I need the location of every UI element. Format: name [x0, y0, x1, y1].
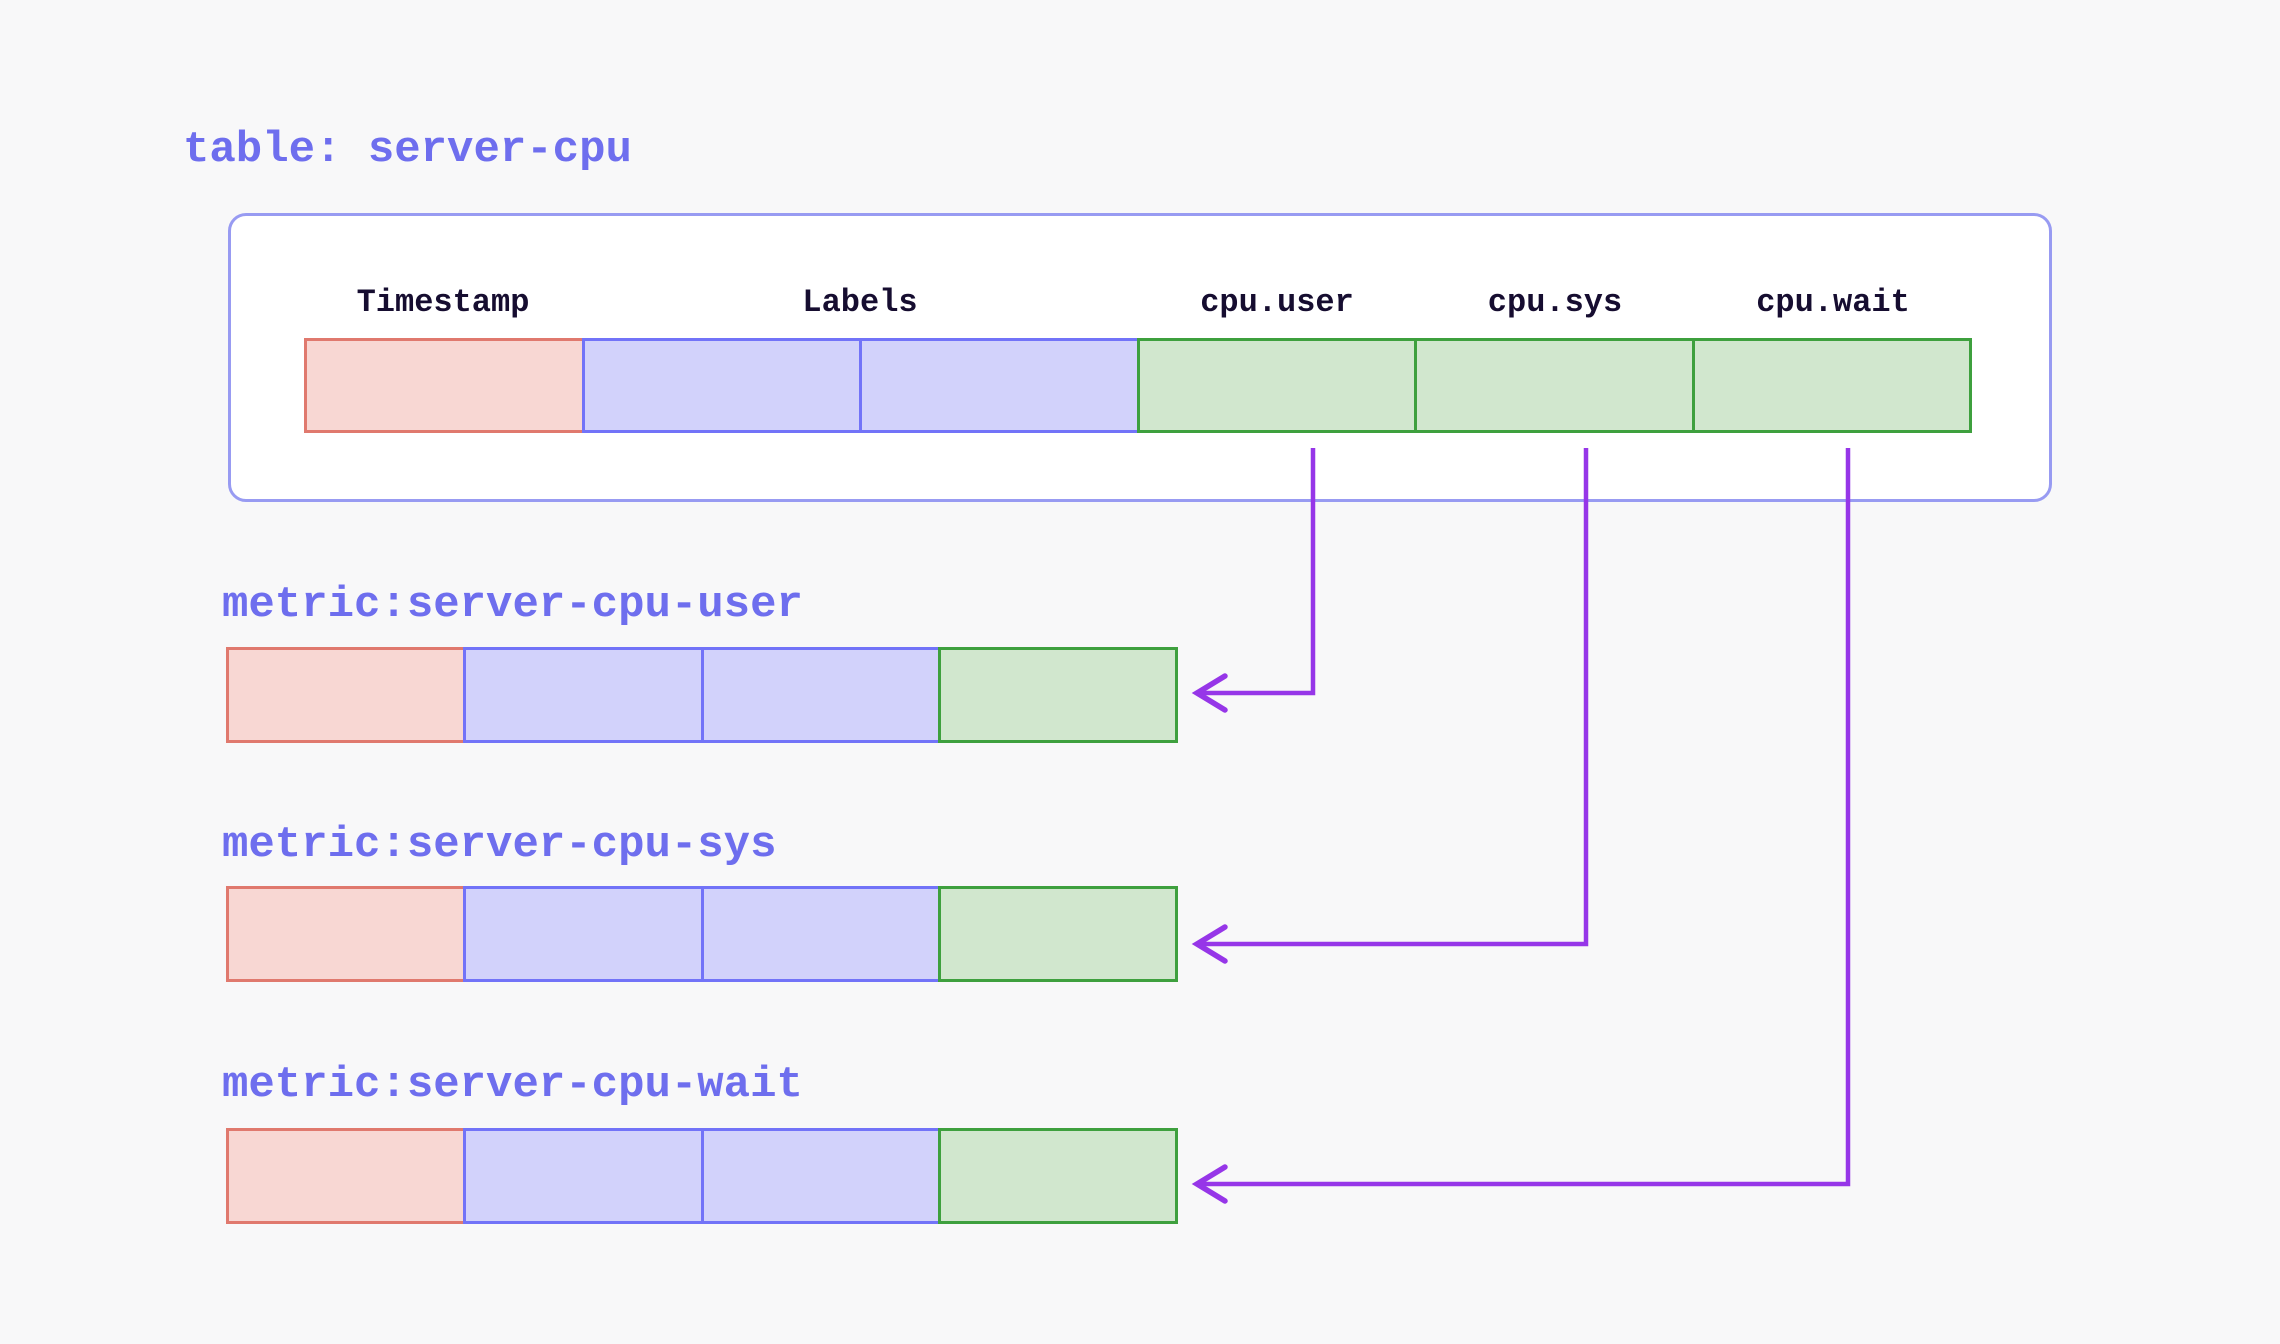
field-cell — [1414, 338, 1695, 433]
metric-title-cpu-wait: metric:server-cpu-wait — [222, 1060, 803, 1110]
column-header-cpu-user: cpu.user — [1200, 284, 1354, 321]
metric-row-cpu-wait — [226, 1128, 1178, 1224]
metric-title-cpu-sys: metric:server-cpu-sys — [222, 820, 777, 870]
labels-cell — [463, 886, 704, 982]
column-header-timestamp: Timestamp — [356, 284, 530, 321]
field-cell — [937, 886, 1178, 982]
metric-row-cpu-sys — [226, 886, 1178, 982]
column-header-cpu-wait: cpu.wait — [1756, 284, 1910, 321]
table-row — [304, 338, 1972, 433]
labels-cell — [859, 338, 1140, 433]
arrow-cpu-sys-connector — [1191, 448, 1589, 964]
labels-cell — [700, 647, 941, 743]
labels-cell — [700, 886, 941, 982]
timestamp-cell — [226, 1128, 467, 1224]
column-header-labels: Labels — [802, 284, 918, 321]
field-cell — [1136, 338, 1417, 433]
metric-title-cpu-user: metric:server-cpu-user — [222, 580, 803, 630]
metric-row-cpu-user — [226, 647, 1178, 743]
labels-cell — [700, 1128, 941, 1224]
timestamp-cell — [226, 886, 467, 982]
table-title: table: server-cpu — [183, 125, 632, 175]
timestamp-cell — [226, 647, 467, 743]
labels-cell — [463, 1128, 704, 1224]
field-cell — [937, 647, 1178, 743]
column-header-cpu-sys: cpu.sys — [1487, 284, 1623, 321]
field-cell — [937, 1128, 1178, 1224]
timestamp-cell — [304, 338, 585, 433]
labels-cell — [581, 338, 862, 433]
arrow-cpu-wait-connector — [1191, 448, 1851, 1204]
field-cell — [1691, 338, 1972, 433]
labels-cell — [463, 647, 704, 743]
